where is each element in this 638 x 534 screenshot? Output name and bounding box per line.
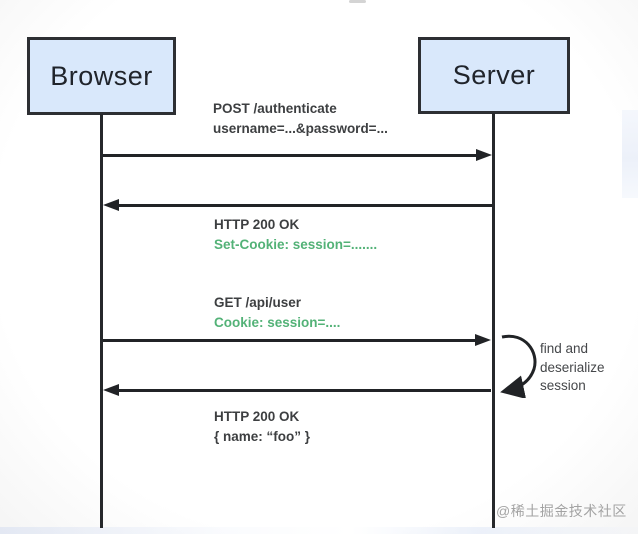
message-label-api-response: HTTP 200 OK { name: “foo” } xyxy=(214,407,310,447)
arrow-shaft xyxy=(116,204,492,207)
message-line1: POST /authenticate xyxy=(213,101,337,116)
arrow-login-response xyxy=(103,199,492,212)
message-label-get-api-user: GET /api/user Cookie: session=.... xyxy=(214,293,340,333)
message-line1: HTTP 200 OK xyxy=(214,217,300,232)
server-note: find and deserialize session xyxy=(540,340,605,396)
right-arrowhead-icon xyxy=(476,149,492,161)
set-cookie-line: Set-Cookie: session=....... xyxy=(214,237,378,252)
arrow-get-api-user xyxy=(103,334,491,347)
server-note-line: find and xyxy=(540,341,589,356)
watermark-text: @稀土掘金技术社区 xyxy=(496,503,627,519)
arrow-api-response xyxy=(103,384,491,397)
faint-watermark-artifact xyxy=(622,110,638,198)
actor-label-browser: Browser xyxy=(50,60,153,91)
lifeline-server xyxy=(492,113,495,528)
message-line2: username=...&password=... xyxy=(213,121,388,136)
lifeline-browser xyxy=(100,114,103,528)
arrow-shaft xyxy=(103,154,479,157)
arrow-post-authenticate xyxy=(103,149,492,162)
server-note-line: session xyxy=(540,378,586,393)
arrow-shaft xyxy=(103,339,478,342)
right-arrowhead-icon xyxy=(475,334,491,346)
actor-label-server: Server xyxy=(452,60,536,90)
message-line2: { name: “foo” } xyxy=(214,429,311,444)
message-label-post-authenticate: POST /authenticate username=...&password… xyxy=(213,99,388,139)
left-arrowhead-icon xyxy=(103,199,119,211)
left-arrowhead-icon xyxy=(103,384,119,396)
actor-box-server: Server xyxy=(418,37,570,114)
message-line1: HTTP 200 OK xyxy=(214,409,300,424)
actor-box-browser: Browser xyxy=(27,37,176,115)
bottom-edge-artifact xyxy=(0,527,638,534)
cropped-text-artifact xyxy=(349,0,366,3)
server-note-line: deserialize xyxy=(540,359,605,375)
cookie-line: Cookie: session=.... xyxy=(214,315,341,330)
arrow-shaft xyxy=(116,389,491,392)
message-label-login-response: HTTP 200 OK Set-Cookie: session=....... xyxy=(214,215,377,255)
self-loop-arrow-icon xyxy=(500,334,537,398)
message-line1: GET /api/user xyxy=(214,295,302,310)
